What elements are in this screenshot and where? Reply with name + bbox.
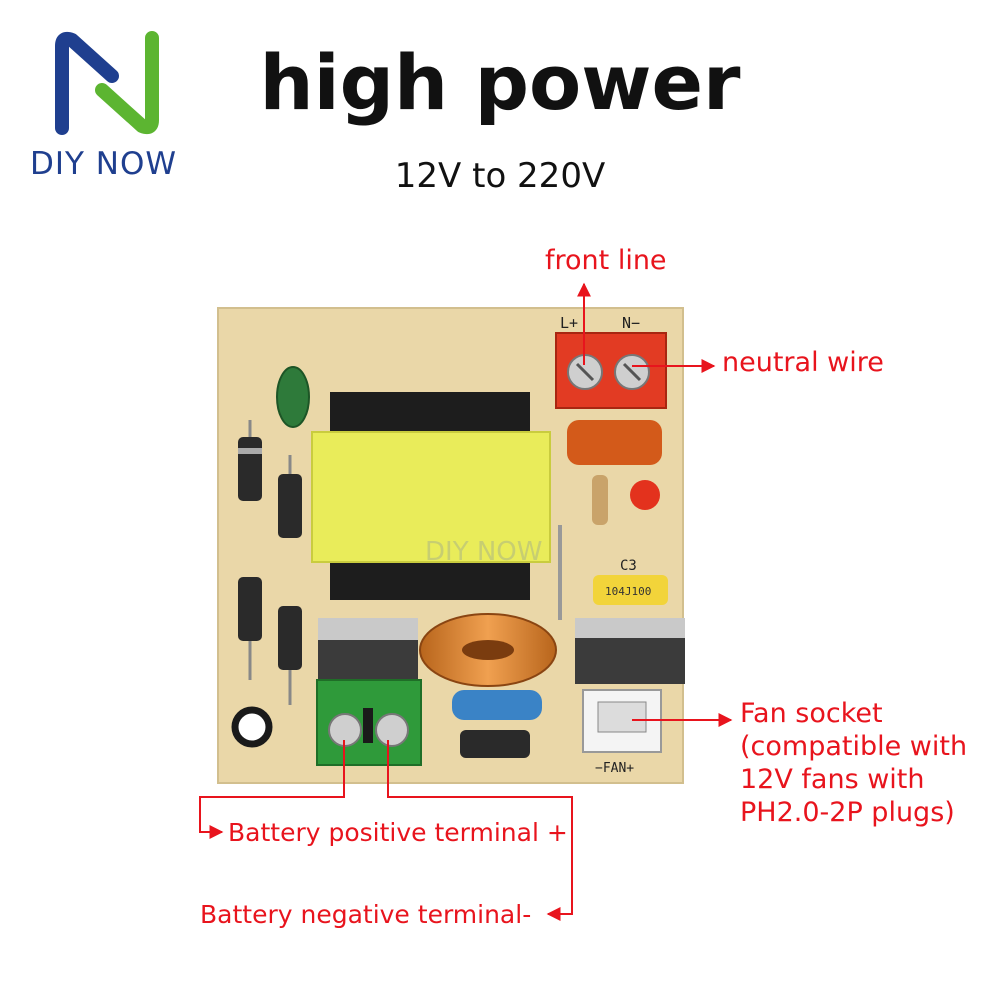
page-subtitle: 12V to 220V	[394, 156, 606, 196]
mosfet-right	[575, 636, 685, 684]
diode-bottom	[460, 730, 530, 758]
arrow-battery-positive	[199, 740, 345, 839]
mosfet-left	[318, 638, 418, 686]
label-neutral-wire: neutral wire	[722, 347, 884, 378]
mounting-hole	[231, 706, 273, 748]
resistor	[592, 475, 608, 525]
resistor-blue	[452, 690, 542, 720]
silk-l-plus: L+	[560, 314, 578, 332]
page-title: high power	[259, 38, 741, 127]
label-front-line: front line	[545, 245, 667, 276]
label-battery-negative: Battery negative terminal-	[200, 900, 532, 929]
film-capacitor	[567, 420, 662, 465]
silk-n-minus: N−	[622, 314, 640, 332]
led-red	[630, 480, 660, 510]
input-terminal-block	[316, 679, 422, 766]
label-battery-positive: Battery positive terminal +	[228, 818, 568, 847]
silk-c3: C3	[620, 558, 637, 574]
capacitor-c3	[593, 575, 668, 605]
output-terminal-block	[555, 332, 667, 409]
brand-logo	[55, 31, 159, 135]
arrow-battery-negative	[387, 740, 573, 921]
label-fan-socket: Fan socket (compatible with 12V fans wit…	[740, 698, 968, 828]
silk-cap-code: 104J100	[605, 585, 651, 598]
capacitor-c2	[276, 366, 310, 428]
watermark: DIY NOW	[425, 537, 542, 567]
brand-name: DIY NOW	[30, 146, 178, 182]
silk-fan: −FAN+	[595, 761, 634, 776]
transformer	[311, 392, 551, 600]
diode-group-left	[238, 420, 302, 705]
